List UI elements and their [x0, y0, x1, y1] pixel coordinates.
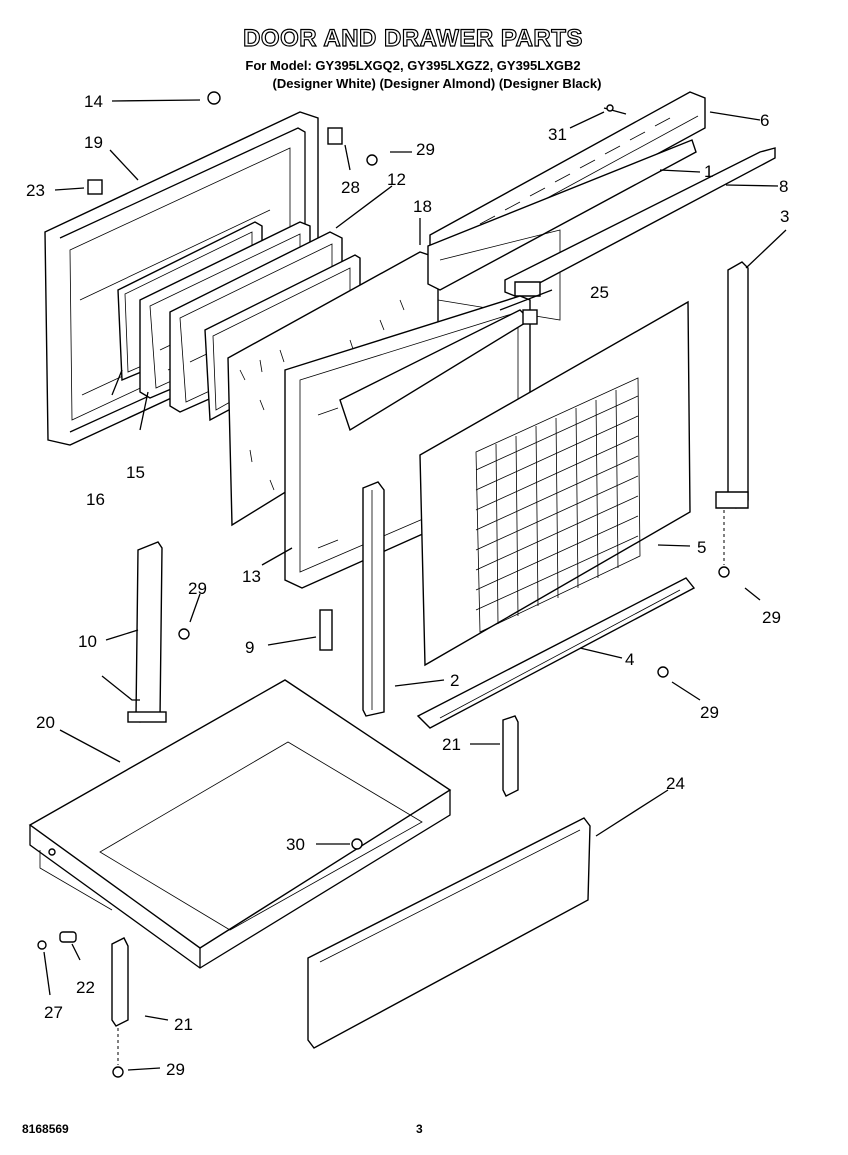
- part-22-drawer-roller: [59, 931, 77, 943]
- part-5-outer-door-glass: [419, 300, 691, 667]
- callout-2: 2: [450, 671, 459, 690]
- part-21-drawer-glide-lower: [111, 937, 129, 1065]
- callout-3: 3: [780, 207, 789, 226]
- part-29-screw-rail: [657, 666, 669, 678]
- part-24-drawer-front: [307, 817, 591, 1049]
- part-31-screw: [603, 104, 627, 115]
- callout-21-upper: 21: [442, 735, 461, 754]
- callout-16: 16: [86, 490, 105, 509]
- callout-1: 1: [704, 162, 713, 181]
- callout-29-left: 29: [188, 579, 207, 598]
- callout-10: 10: [78, 632, 97, 651]
- part-14-bumper: [207, 91, 221, 105]
- callout-15: 15: [126, 463, 145, 482]
- callout-18: 18: [413, 197, 432, 216]
- part-13-inner-door-liner: [284, 295, 532, 589]
- part-3-side-trim: [715, 261, 749, 565]
- part-29-screw-right: [718, 566, 730, 578]
- part-28-bracket: [327, 127, 343, 145]
- callout-29-bottom: 29: [166, 1060, 185, 1079]
- callout-22: 22: [76, 978, 95, 997]
- callout-29-right: 29: [762, 608, 781, 627]
- part-29-screw-left: [178, 628, 190, 640]
- callout-29-rail: 29: [700, 703, 719, 722]
- callout-21-lower: 21: [174, 1015, 193, 1034]
- callout-24: 24: [666, 774, 685, 793]
- part-20-drawer: [28, 679, 452, 969]
- callout-31: 31: [548, 125, 567, 144]
- callout-9: 9: [245, 638, 254, 657]
- callout-30: 30: [286, 835, 305, 854]
- model-list: For Model: GY395LXGQ2, GY395LXGZ2, GY395…: [245, 58, 580, 73]
- part-2-side-trim: [362, 481, 385, 717]
- part-21-drawer-glide-upper: [502, 715, 519, 797]
- callout-29-top: 29: [416, 140, 435, 159]
- part-27-nut: [37, 940, 47, 950]
- callout-20: 20: [36, 713, 55, 732]
- part-25-clip: [522, 309, 538, 325]
- part-29-screw-bottom: [112, 1066, 124, 1078]
- callout-25: 25: [590, 283, 609, 302]
- callout-14: 14: [84, 92, 103, 111]
- part-10-drawer-slide: [101, 541, 167, 723]
- callout-23: 23: [26, 181, 45, 200]
- document-number: 8168569: [22, 1122, 69, 1136]
- designer-colors: (Designer White) (Designer Almond) (Desi…: [273, 76, 602, 91]
- part-8-handle: [504, 147, 776, 297]
- callout-28: 28: [341, 178, 360, 197]
- part-23-latch: [87, 179, 103, 195]
- part-30-screw: [351, 838, 363, 850]
- part-4-drawer-rail: [416, 577, 696, 729]
- part-9-spacer: [319, 609, 333, 651]
- callout-27: 27: [44, 1003, 63, 1022]
- callout-19: 19: [84, 133, 103, 152]
- callout-8: 8: [779, 177, 788, 196]
- callout-6: 6: [760, 111, 769, 130]
- page-number: 3: [416, 1122, 423, 1136]
- part-29-screw-top: [366, 154, 378, 166]
- page-title: DOOR AND DRAWER PARTS: [243, 25, 583, 52]
- callout-13: 13: [242, 567, 261, 586]
- callout-4: 4: [625, 650, 634, 669]
- leader-lines: [43, 99, 787, 1071]
- callout-12: 12: [387, 170, 406, 189]
- callout-5: 5: [697, 538, 706, 557]
